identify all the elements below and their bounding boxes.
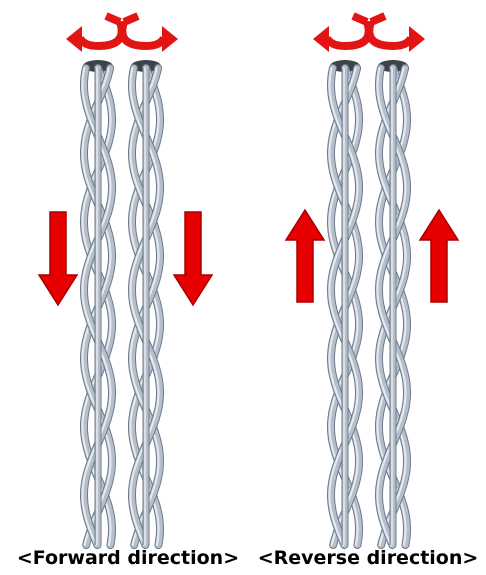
forward-left-rotation-arrow-icon-arc <box>80 22 122 46</box>
reverse-panel <box>286 16 458 545</box>
forward-left-twisted-strand <box>83 60 114 545</box>
reverse-left-rotation-arrow-icon <box>313 16 369 52</box>
forward-left-rotation-arrow-icon-head <box>66 26 82 52</box>
reverse-right-rotation-arrow-icon-head <box>409 26 425 52</box>
forward-right-rotation-arrow-icon-tail <box>124 16 138 22</box>
reverse-left-twisted-strand <box>330 60 361 545</box>
reverse-right-rotation-arrow-icon <box>369 16 425 52</box>
forward-left-rotation-arrow-icon <box>66 16 122 52</box>
reverse-right-up-arrow-icon-shape <box>420 210 458 302</box>
forward-right-twisted-strand <box>131 60 162 545</box>
forward-right-rotation-arrow-icon-arc <box>122 22 164 46</box>
reverse-right-up-arrow-icon <box>420 210 458 302</box>
reverse-left-rotation-arrow-icon-tail <box>353 16 367 22</box>
forward-left-down-arrow-icon <box>39 212 77 305</box>
forward-left-rotation-arrow-icon-tail <box>106 16 120 22</box>
forward-right-rotation-arrow-icon-head <box>162 26 178 52</box>
forward-left-down-arrow-icon-shape <box>39 212 77 305</box>
reverse-right-twisted-strand <box>378 60 409 545</box>
reverse-left-up-arrow-icon <box>286 210 324 302</box>
reverse-left-up-arrow-icon-shape <box>286 210 324 302</box>
forward-right-rotation-arrow-icon <box>122 16 178 52</box>
forward-right-down-arrow-icon-shape <box>174 212 212 305</box>
reverse-left-rotation-arrow-icon-head <box>313 26 329 52</box>
reverse-left-rotation-arrow-icon-arc <box>327 22 369 46</box>
reverse-direction-caption: <Reverse direction> <box>252 545 484 571</box>
reverse-right-rotation-arrow-icon-arc <box>369 22 411 46</box>
reverse-right-rotation-arrow-icon-tail <box>371 16 385 22</box>
forward-right-down-arrow-icon <box>174 212 212 305</box>
forward-direction-caption: <Forward direction> <box>2 545 254 571</box>
forward-panel <box>39 16 212 545</box>
